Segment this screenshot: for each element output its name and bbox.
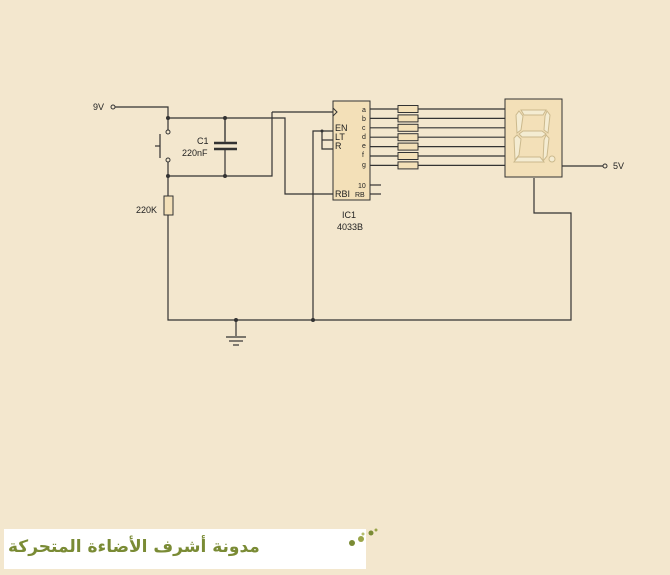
segment-output-lines xyxy=(370,105,505,170)
wire-lt-r xyxy=(321,131,333,150)
ic-pin-rb: RB xyxy=(355,192,365,199)
ic-pin-c: c xyxy=(362,125,366,132)
blog-banner: مدونة أشرف الأضاءة المتحركة xyxy=(4,529,366,569)
push-button-switch-icon xyxy=(155,118,171,196)
wire-en-ground xyxy=(312,130,333,320)
ic-ref-label: IC1 xyxy=(342,210,356,220)
ic-pin-g: g xyxy=(362,162,366,169)
junction xyxy=(166,174,170,178)
ic-pin-f: f xyxy=(362,152,364,159)
resistor-value-label: 220K xyxy=(136,205,157,215)
wire-to-rbi xyxy=(272,117,333,195)
ic-pin-r: R xyxy=(335,141,342,151)
clock-input-icon xyxy=(332,107,338,117)
junction xyxy=(311,318,315,322)
ground-symbol-icon xyxy=(226,318,246,346)
ic-pin-a: a xyxy=(362,107,366,114)
resistor-icon xyxy=(397,152,419,160)
capacitor-ref-label: C1 xyxy=(197,136,209,146)
resistor-icon xyxy=(397,161,419,170)
seven-segment-digit xyxy=(512,109,556,163)
decorative-dots-icon xyxy=(349,528,378,546)
wire-cap-loop xyxy=(168,117,273,177)
ic-pin-en: EN xyxy=(335,123,348,133)
capacitor-value-label: 220nF xyxy=(182,148,208,158)
resistor-icon xyxy=(397,114,419,123)
blog-banner-text: مدونة أشرف الأضاءة المتحركة xyxy=(8,537,260,557)
supply-in-terminal xyxy=(110,104,116,110)
ic-pin-rbi: RBI xyxy=(335,189,350,199)
resistor-icon xyxy=(397,142,419,151)
wire-ground-bus xyxy=(167,178,572,321)
supply-out-label: 5V xyxy=(613,161,624,171)
ic-pin-10: 10 xyxy=(358,183,366,190)
resistor-icon xyxy=(397,105,419,113)
ic-pin-b: b xyxy=(362,116,366,123)
resistor-icon xyxy=(397,123,419,132)
ic-pin-e: e xyxy=(362,143,366,150)
ic-4033b xyxy=(332,100,371,201)
supply-out-terminal xyxy=(602,163,608,169)
supply-in-label: 9V xyxy=(93,102,104,112)
ic-pin-lt: LT xyxy=(335,132,345,142)
capacitor-icon xyxy=(214,118,237,176)
wire-supply-in xyxy=(115,106,169,118)
resistor-icon xyxy=(163,195,174,216)
junction xyxy=(166,116,170,120)
ic-part-label: 4033B xyxy=(337,222,363,232)
resistor-icon xyxy=(397,133,419,142)
ic-pin-d: d xyxy=(362,134,366,141)
junction xyxy=(320,129,324,133)
